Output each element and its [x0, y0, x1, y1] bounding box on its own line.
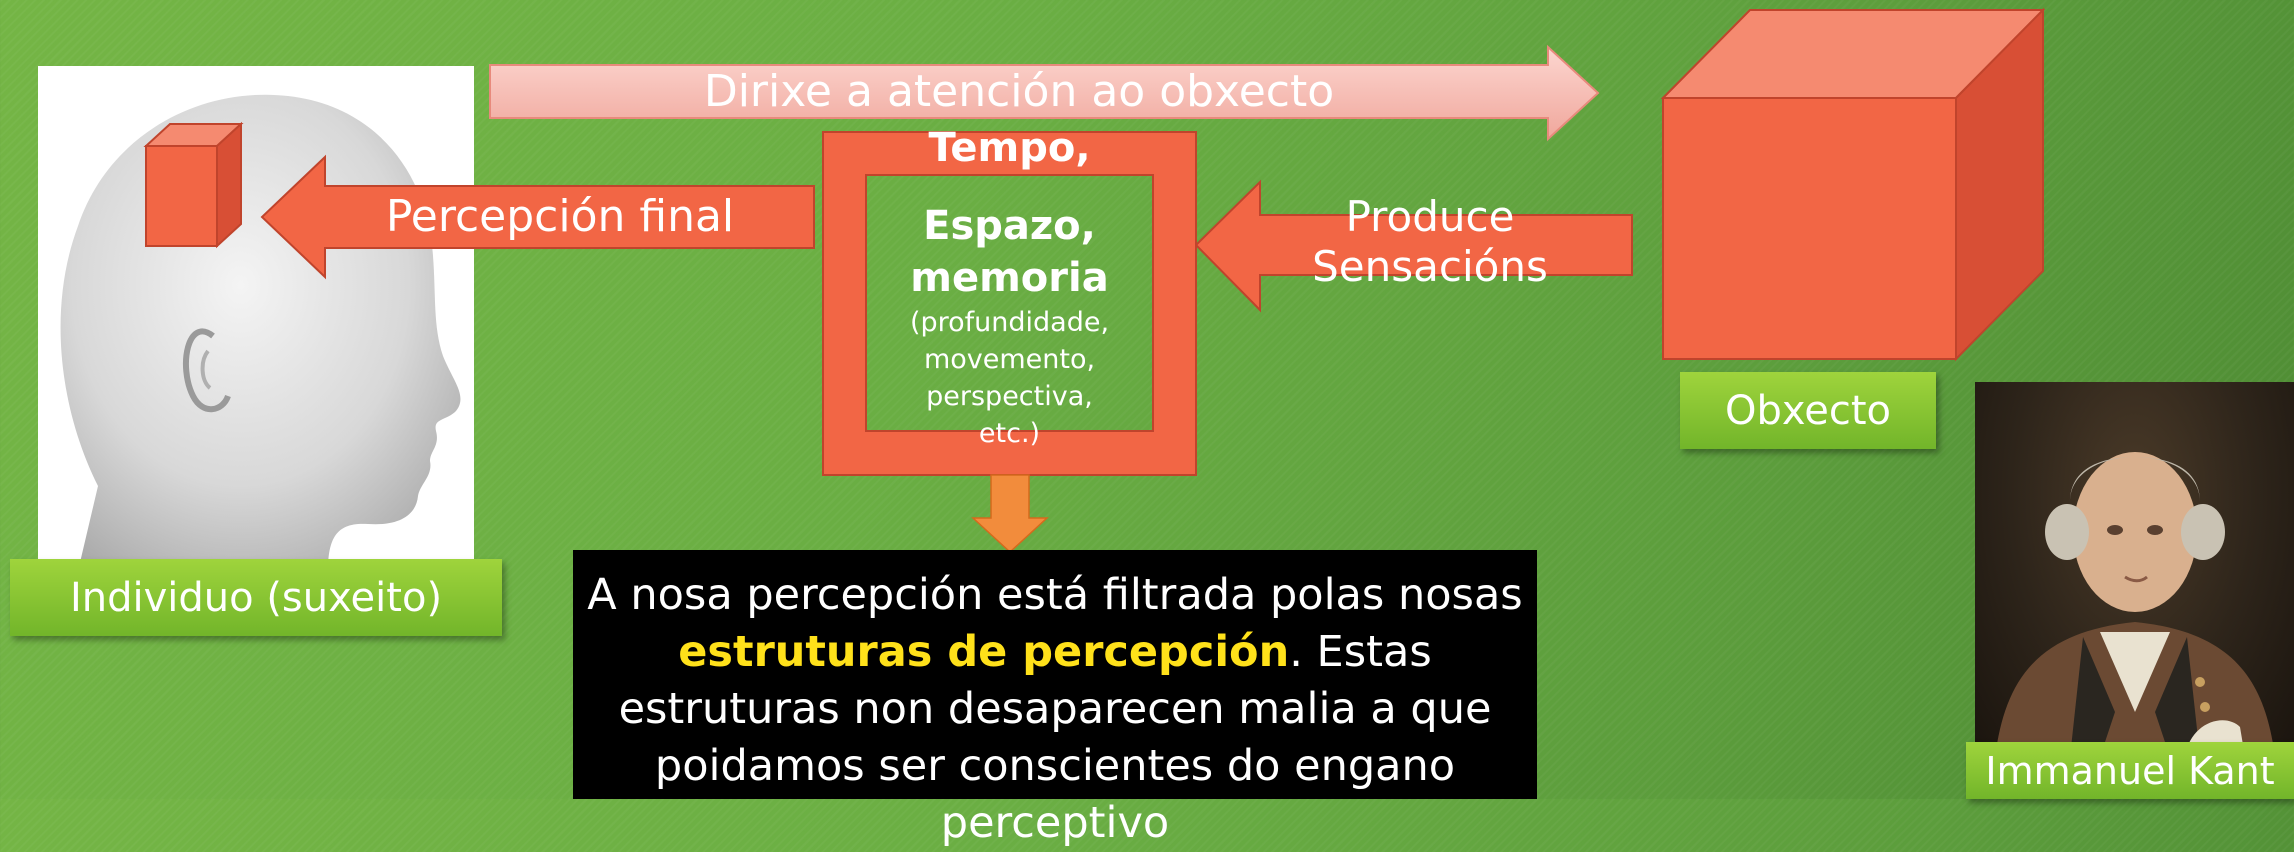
- final-perception-arrow: [260, 154, 815, 280]
- filter-frame: [822, 131, 1197, 476]
- kant-label: Immanuel Kant: [1966, 742, 2294, 799]
- produce-label: Produce Sensacións: [1290, 192, 1570, 292]
- subject-label: Individuo (suxeito): [10, 559, 502, 636]
- attention-arrow: [489, 44, 1600, 142]
- object-cube: [1660, 7, 2046, 362]
- note-text-1: A nosa percepción está filtrada polas no…: [587, 570, 1523, 620]
- final-perception-label: Percepción final: [385, 191, 735, 242]
- kant-portrait-icon: [1995, 452, 2275, 757]
- filter-inner-sub-2: movemento,: [923, 344, 1096, 375]
- filter-inner-sub-3: perspectiva,: [926, 381, 1093, 412]
- object-label: Obxecto: [1680, 372, 1936, 449]
- mind-cube: [143, 121, 244, 249]
- filter-inner-title-1: Espazo,: [923, 203, 1096, 249]
- filter-title: Tempo,: [928, 125, 1091, 171]
- produce-label-line1: Produce: [1345, 192, 1515, 241]
- note-highlight: estruturas de percepción: [678, 627, 1290, 677]
- kant-portrait: [1975, 382, 2294, 757]
- filter-inner-title-2: memoria: [910, 255, 1109, 301]
- filter-down-arrow: [971, 474, 1049, 554]
- perception-note: A nosa percepción está filtrada polas no…: [573, 550, 1537, 848]
- filter-inner-sub-1: (profundidade,: [909, 307, 1110, 338]
- diagram-shapes: [143, 7, 2046, 554]
- attention-arrow-label: Dirixe a atención ao obxecto: [703, 66, 1335, 117]
- filter-inner-content: Espazo, memoria (profundidade, movemento…: [866, 200, 1153, 452]
- filter-inner-sub-4: etc.): [978, 418, 1041, 449]
- produce-arrow: [1194, 179, 1633, 313]
- produce-label-line2: Sensacións: [1312, 242, 1548, 291]
